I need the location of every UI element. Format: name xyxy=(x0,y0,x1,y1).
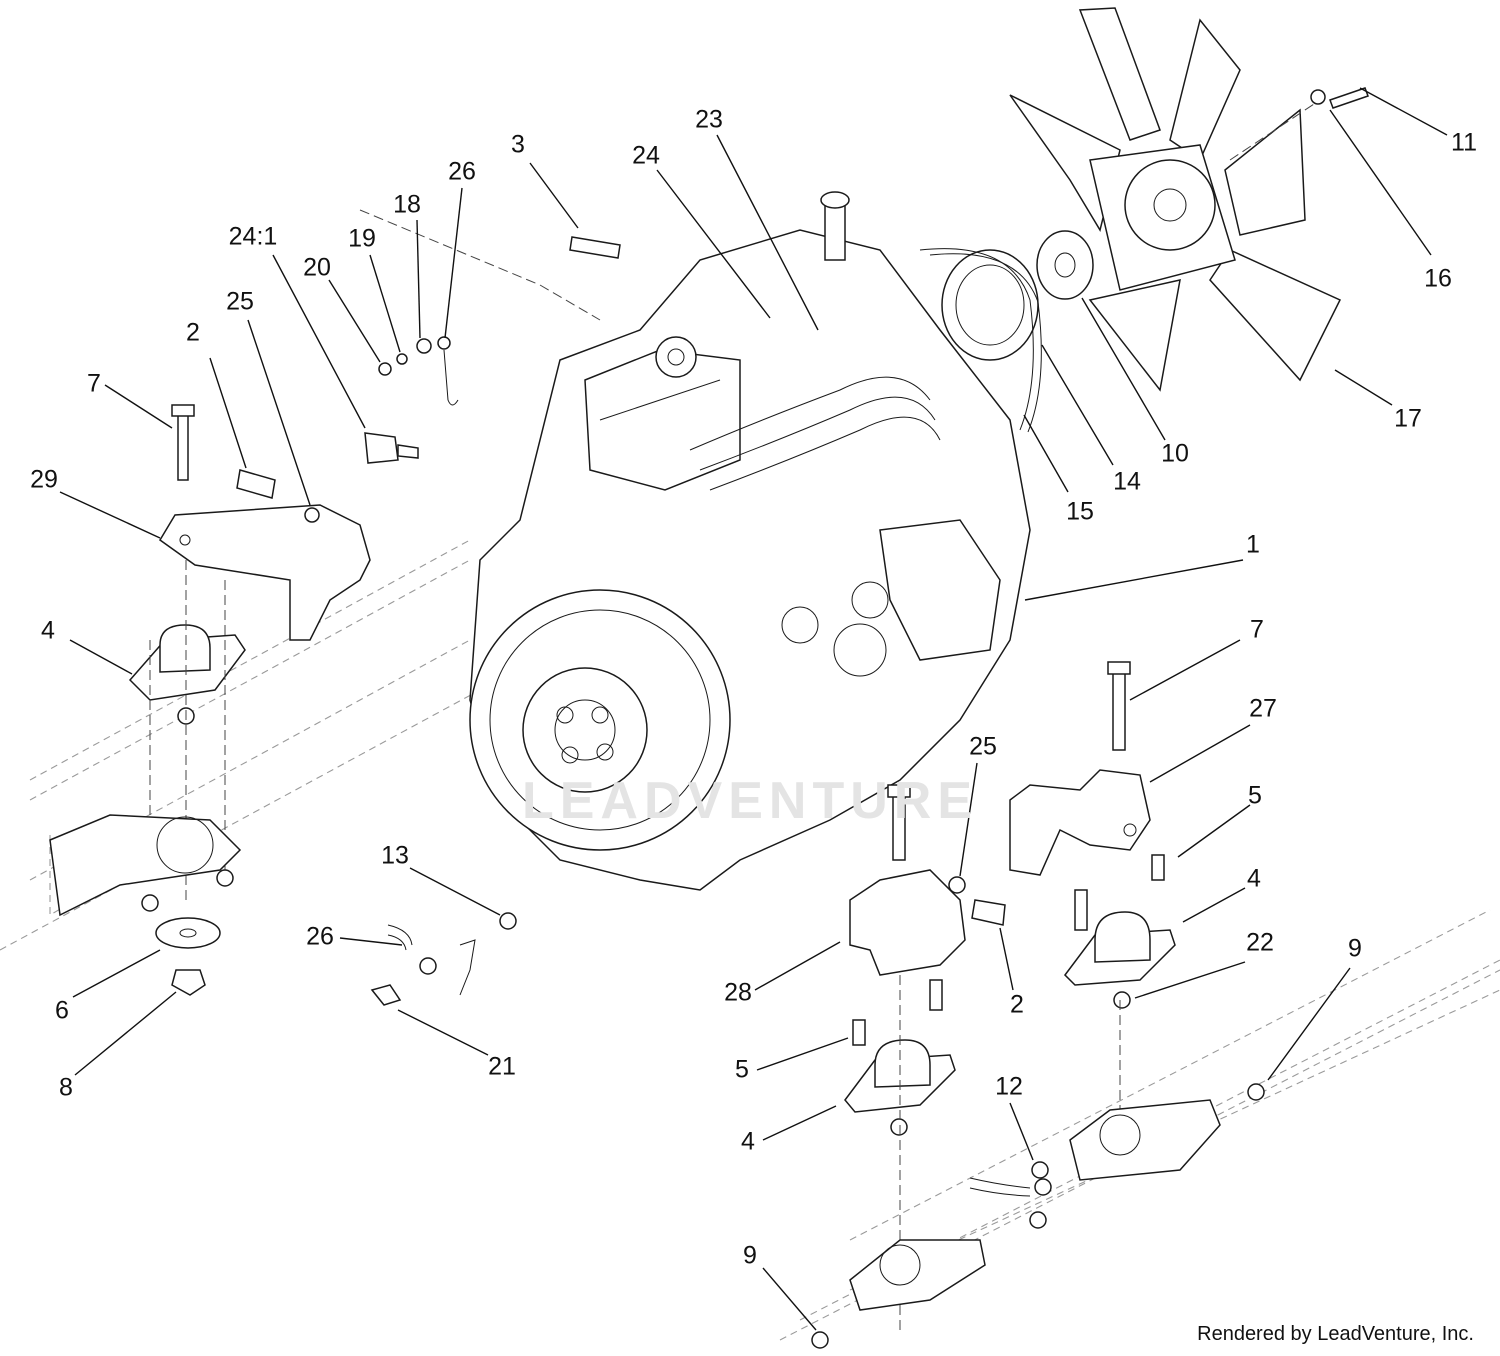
callout-label: 26 xyxy=(448,158,476,186)
callout-label: 29 xyxy=(30,466,58,494)
callout-label: 7 xyxy=(87,370,101,398)
small-components xyxy=(364,236,621,1006)
callout-label: 24:1 xyxy=(229,223,278,251)
callout-label: 9 xyxy=(1348,935,1362,963)
callout-label: 15 xyxy=(1066,498,1094,526)
left-engine-mount xyxy=(49,404,371,996)
callout-label: 8 xyxy=(59,1074,73,1102)
callout-label: 4 xyxy=(741,1128,755,1156)
pulley-and-belt xyxy=(919,230,1094,433)
callout-labels: 1 2 2 3 4 4 4 5 5 6 7 7 8 9 9 10 11 12 1… xyxy=(30,106,1477,1270)
callout-label: 22 xyxy=(1246,929,1274,957)
callout-label: 21 xyxy=(488,1053,516,1081)
cooling-fan xyxy=(1009,7,1369,392)
callout-label: 5 xyxy=(1248,782,1262,810)
callout-label: 4 xyxy=(1247,865,1261,893)
callout-label: 27 xyxy=(1249,695,1277,723)
callout-label: 16 xyxy=(1424,265,1452,293)
callout-label: 23 xyxy=(695,106,723,134)
callout-label: 20 xyxy=(303,254,331,282)
callout-label: 12 xyxy=(995,1073,1023,1101)
callout-label: 24 xyxy=(632,142,660,170)
callout-label: 3 xyxy=(511,131,525,159)
callout-label: 4 xyxy=(41,617,55,645)
callout-label: 13 xyxy=(381,842,409,870)
callout-label: 17 xyxy=(1394,405,1422,433)
callout-label: 10 xyxy=(1161,440,1189,468)
callout-label: 26 xyxy=(306,923,334,951)
engine-assembly xyxy=(469,191,1031,891)
callout-label: 28 xyxy=(724,979,752,1007)
callout-label: 7 xyxy=(1250,616,1264,644)
callout-label: 5 xyxy=(735,1056,749,1084)
callout-label: 1 xyxy=(1246,531,1260,559)
callout-label: 6 xyxy=(55,997,69,1025)
callout-label: 19 xyxy=(348,225,376,253)
callout-label: 14 xyxy=(1113,468,1141,496)
callout-label: 25 xyxy=(226,288,254,316)
callout-label: 2 xyxy=(186,319,200,347)
right-engine-mounts xyxy=(811,661,1265,1349)
render-credit: Rendered by LeadVenture, Inc. xyxy=(1197,1323,1474,1345)
leader-lines xyxy=(59,87,1448,1331)
callout-label: 11 xyxy=(1451,129,1477,157)
watermark-text: LEADVENTURE xyxy=(522,772,978,830)
callout-label: 18 xyxy=(393,191,421,219)
callout-label: 25 xyxy=(969,733,997,761)
callout-label: 2 xyxy=(1010,991,1024,1019)
callout-label: 9 xyxy=(743,1242,757,1270)
